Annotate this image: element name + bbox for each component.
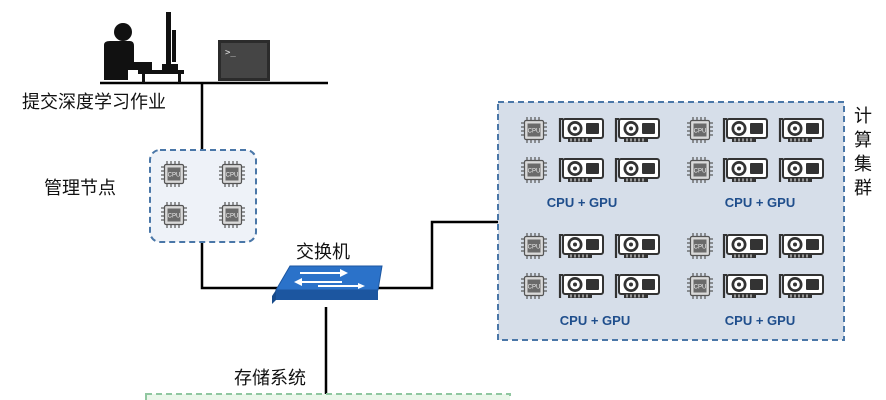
mgmt-cpu-2: CPU <box>218 160 246 188</box>
svg-text:CPU: CPU <box>528 285 541 291</box>
svg-text:CPU: CPU <box>694 285 707 291</box>
cluster-char: 群 <box>854 178 872 199</box>
cpu-gpu-group-2: CPU CPU CPU + GPU <box>686 116 825 210</box>
compute-cluster-panel <box>497 101 845 341</box>
svg-text:CPU: CPU <box>528 129 541 135</box>
connection-lines <box>100 81 498 400</box>
svg-text:CPU: CPU <box>226 214 239 220</box>
cpu-chip-icon: CPU <box>520 232 548 260</box>
gpu-card-icon <box>722 272 769 300</box>
cpu-chip-icon: CPU <box>686 272 714 300</box>
user-at-computer-icon <box>104 12 184 83</box>
gpu-card-icon <box>558 116 605 144</box>
cpu-gpu-label: CPU + GPU <box>560 313 630 328</box>
cpu-gpu-label: CPU + GPU <box>547 195 617 210</box>
cpu-gpu-group-1: CPU CPU CPU + GPU <box>520 116 661 210</box>
mgmt-cpu-3: CPU <box>160 201 188 229</box>
cpu-gpu-label: CPU + GPU <box>725 313 795 328</box>
svg-text:CPU: CPU <box>528 169 541 175</box>
gpu-card-icon <box>614 232 661 260</box>
gpu-card-icon <box>558 232 605 260</box>
svg-text:CPU: CPU <box>528 245 541 251</box>
cluster-char: 计 <box>854 106 872 127</box>
cluster-label: 计 算 集 群 <box>854 106 872 199</box>
gpu-card-icon <box>558 156 605 184</box>
cpu-gpu-label: CPU + GPU <box>725 195 795 210</box>
gpu-card-icon <box>778 116 825 144</box>
svg-text:CPU: CPU <box>168 214 181 220</box>
gpu-card-icon <box>722 232 769 260</box>
network-switch-icon <box>272 265 383 304</box>
cpu-gpu-group-4: CPU CPU CPU + GPU <box>686 232 825 328</box>
svg-text:CPU: CPU <box>694 129 707 135</box>
gpu-card-icon <box>614 272 661 300</box>
cpu-chip-icon: CPU <box>686 156 714 184</box>
gpu-card-icon <box>614 116 661 144</box>
cpu-gpu-group-3: CPU CPU CPU + GPU <box>520 232 661 328</box>
cluster-char: 算 <box>854 130 872 151</box>
svg-text:CPU: CPU <box>168 173 181 179</box>
mgmt-cpu-1: CPU <box>160 160 188 188</box>
gpu-card-icon <box>558 272 605 300</box>
mgmt-cpu-4: CPU <box>218 201 246 229</box>
submit-job-label: 提交深度学习作业 <box>22 92 166 113</box>
cluster-char: 集 <box>854 154 872 175</box>
cpu-chip-icon: CPU <box>686 116 714 144</box>
cpu-chip-icon: CPU <box>520 116 548 144</box>
management-node: CPU CPU CPU CPU <box>149 149 257 243</box>
switch-to-cluster-line <box>378 220 498 290</box>
storage-system <box>145 393 511 400</box>
mgmt-to-switch-line <box>200 242 280 290</box>
gpu-card-icon <box>778 156 825 184</box>
gpu-card-icon <box>778 232 825 260</box>
gpu-card-icon <box>722 156 769 184</box>
cpu-chip-icon: CPU <box>520 272 548 300</box>
cpu-chip-icon: CPU <box>520 156 548 184</box>
switch-label: 交换机 <box>296 242 350 263</box>
storage-label: 存储系统 <box>234 368 306 389</box>
terminal-prompt: >_ <box>225 48 236 58</box>
terminal-icon: >_ <box>218 40 270 81</box>
mgmt-node-label: 管理节点 <box>44 178 116 199</box>
gpu-card-icon <box>614 156 661 184</box>
svg-text:CPU: CPU <box>226 173 239 179</box>
svg-text:CPU: CPU <box>694 245 707 251</box>
svg-text:CPU: CPU <box>694 169 707 175</box>
gpu-card-icon <box>778 272 825 300</box>
cpu-chip-icon: CPU <box>686 232 714 260</box>
gpu-card-icon <box>722 116 769 144</box>
